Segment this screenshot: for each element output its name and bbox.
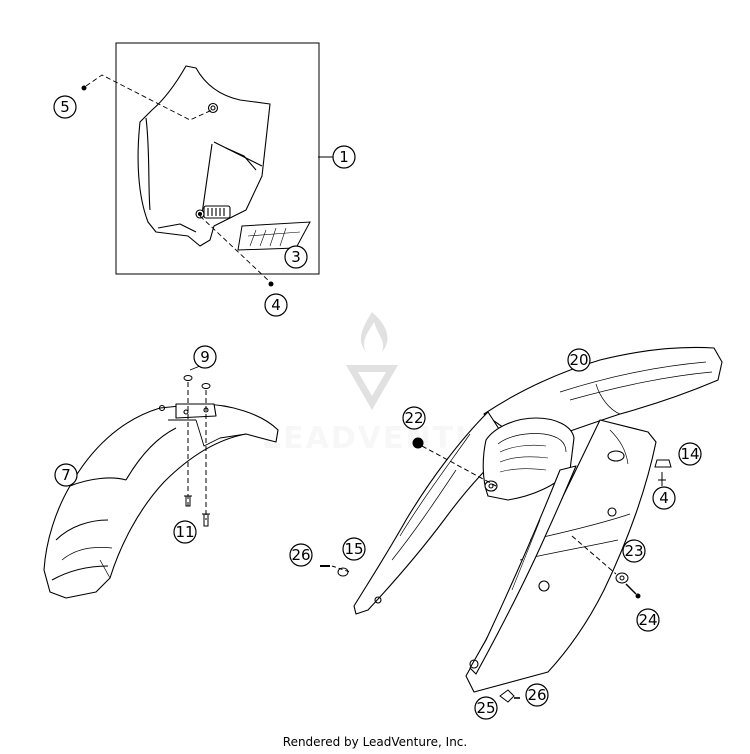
callout-24[interactable]: 24 [636,608,660,632]
leader-4a [199,215,271,283]
callout-4a-label: 4 [271,296,281,314]
number-plate [137,65,271,247]
callout-11[interactable]: 11 [173,520,197,544]
callout-4b[interactable]: 4 [652,486,676,510]
callout-9[interactable]: 9 [193,345,217,369]
watermark-v-icon [346,365,398,410]
front-fender [43,403,279,599]
callout-7-label: 7 [61,466,71,484]
sticker-part [237,221,311,251]
callout-15-label: 15 [344,540,363,558]
callout-3[interactable]: 3 [284,245,308,269]
callout-23-label: 23 [624,542,643,560]
callout-26b[interactable]: 26 [525,683,549,707]
leader-5 [85,74,213,121]
callout-9-label: 9 [200,348,210,366]
callout-5-label: 5 [60,98,70,116]
callout-1-label: 1 [339,148,349,166]
callout-4a[interactable]: 4 [264,293,288,317]
callout-11-label: 11 [175,523,194,541]
watermark-flame-icon [360,312,388,352]
rear-hardware [320,437,672,703]
callout-23[interactable]: 23 [622,539,646,563]
rear-fender [353,346,723,693]
callout-5[interactable]: 5 [53,95,77,119]
callout-15[interactable]: 15 [342,537,366,561]
footer-credit: Rendered by LeadVenture, Inc. [282,735,468,749]
callout-4b-label: 4 [659,489,669,507]
callout-14-label: 14 [680,445,699,463]
group-box [115,42,320,275]
callout-14[interactable]: 14 [678,442,702,466]
callout-24-label: 24 [638,611,657,629]
callout-7[interactable]: 7 [54,463,78,487]
fender-hardware [183,365,211,527]
screw-4a [268,281,274,287]
callout-26a-label: 26 [291,546,310,564]
callout-25-label: 25 [476,699,495,717]
callout-26b-label: 26 [527,686,546,704]
callout-3-label: 3 [291,248,301,266]
screw-5 [81,85,87,91]
callout-1[interactable]: 1 [332,145,356,169]
callout-20-label: 20 [569,351,588,369]
callout-25[interactable]: 25 [474,696,498,720]
callout-22[interactable]: 22 [402,406,426,430]
callout-20[interactable]: 20 [567,348,591,372]
callout-22-label: 22 [404,409,423,427]
callout-26a[interactable]: 26 [289,543,313,567]
